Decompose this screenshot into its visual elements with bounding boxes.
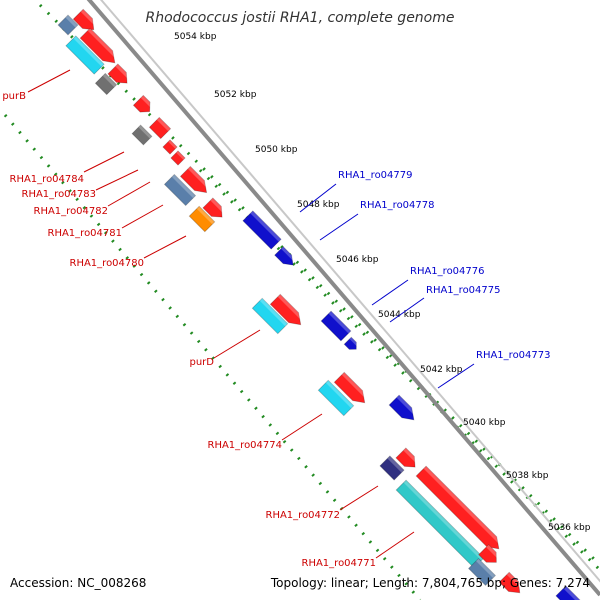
- gene-blue-3[interactable]: [320, 310, 352, 342]
- kbp-label: 5048 kbp: [297, 200, 340, 210]
- gene-steel-3[interactable]: [467, 557, 497, 587]
- forward-leader: [281, 413, 323, 441]
- reverse-gene-label[interactable]: RHA1_ro04773: [476, 350, 551, 361]
- gene-red-14[interactable]: [498, 571, 525, 597]
- gene-red-11[interactable]: [395, 447, 421, 472]
- gene-red-13[interactable]: [478, 544, 502, 568]
- gene-red-12[interactable]: [415, 465, 504, 554]
- forward-leader: [339, 485, 379, 511]
- forward-leader: [107, 181, 151, 207]
- tick-track-inner: [3, 114, 422, 600]
- kbp-label: 5046 kbp: [336, 255, 379, 265]
- kbp-label: 5036 kbp: [548, 523, 591, 533]
- gene-red-4[interactable]: [132, 94, 155, 116]
- gene-red-10[interactable]: [333, 371, 370, 407]
- kbp-label: 5042 kbp: [420, 365, 463, 375]
- reverse-leader: [437, 363, 475, 389]
- tick-track-outer: [38, 3, 600, 567]
- kbp-tick-track: [3, 3, 600, 600]
- forward-gene-label[interactable]: purB: [2, 91, 26, 102]
- genome-backbone: [86, 0, 600, 597]
- backbone-shadow: [99, 0, 600, 583]
- gene-navy-1[interactable]: [379, 455, 405, 481]
- forward-leader: [95, 169, 139, 191]
- gene-blue-1[interactable]: [242, 210, 282, 250]
- forward-leader: [143, 235, 187, 259]
- reverse-leader: [389, 297, 425, 323]
- backbone-line: [86, 0, 600, 597]
- forward-gene-label[interactable]: RHA1_ro04781: [48, 228, 123, 239]
- reverse-leader: [299, 183, 337, 213]
- forward-leader: [375, 531, 415, 559]
- gene-orange-1[interactable]: [188, 205, 216, 233]
- gene-blue-2[interactable]: [274, 246, 298, 270]
- kbp-label: 5054 kbp: [174, 32, 217, 42]
- reverse-gene-label[interactable]: RHA1_ro04778: [360, 200, 435, 211]
- reverse-gene-label[interactable]: RHA1_ro04775: [426, 285, 501, 296]
- gene-blue-6[interactable]: [555, 585, 581, 600]
- forward-leader: [213, 329, 261, 359]
- kbp-label: 5052 kbp: [214, 90, 257, 100]
- forward-leader: [83, 151, 125, 173]
- gene-steel-1[interactable]: [57, 14, 79, 36]
- kbp-label: 5038 kbp: [506, 471, 549, 481]
- gene-grey-1[interactable]: [94, 72, 118, 96]
- kbp-label: 5040 kbp: [463, 418, 506, 428]
- forward-gene-label[interactable]: RHA1_ro04774: [208, 440, 283, 451]
- reverse-leader: [371, 279, 409, 306]
- gene-red-purD[interactable]: [269, 293, 306, 329]
- forward-gene-label[interactable]: purD: [190, 357, 215, 368]
- forward-gene-label[interactable]: RHA1_ro04783: [22, 189, 97, 200]
- gene-features: [57, 8, 581, 600]
- reverse-gene-label[interactable]: RHA1_ro04776: [410, 266, 485, 277]
- gene-cyan-2[interactable]: [317, 379, 355, 417]
- gene-red-7[interactable]: [170, 150, 186, 166]
- forward-gene-label[interactable]: RHA1_ro04771: [302, 558, 377, 569]
- forward-gene-label[interactable]: RHA1_ro04772: [266, 510, 341, 521]
- gene-blue-5[interactable]: [388, 394, 419, 425]
- gene-red-3[interactable]: [107, 63, 133, 88]
- gene-steel-2[interactable]: [163, 173, 197, 207]
- accession-text: Accession: NC_008268: [10, 576, 147, 590]
- gene-red-9[interactable]: [202, 197, 228, 222]
- forward-gene-label[interactable]: RHA1_ro04784: [10, 174, 85, 185]
- forward-gene-label[interactable]: RHA1_ro04782: [34, 206, 109, 217]
- forward-leader: [121, 204, 164, 229]
- kbp-labels: 5054 kbp 5052 kbp 5050 kbp 5048 kbp 5046 kbp…: [174, 32, 591, 533]
- gene-labels: purB RHA1_ro04784RHA1_ro04783RHA1_ro04782…: [2, 69, 551, 569]
- forward-gene-label[interactable]: RHA1_ro04780: [70, 258, 145, 269]
- gene-blue-4[interactable]: [343, 336, 360, 353]
- gene-cyan-purD[interactable]: [251, 297, 289, 335]
- gene-red-5[interactable]: [148, 116, 172, 140]
- gene-red-1[interactable]: [72, 8, 99, 34]
- forward-leader: [27, 69, 71, 93]
- gene-red-8[interactable]: [179, 165, 212, 197]
- reverse-leader: [319, 213, 359, 241]
- map-title: Rhodococcus jostii RHA1, complete genome: [145, 10, 455, 26]
- gene-cyan-1[interactable]: [65, 35, 105, 75]
- reverse-gene-label[interactable]: RHA1_ro04779: [338, 170, 413, 181]
- gene-red-2[interactable]: [79, 27, 120, 68]
- topology-text: Topology: linear; Length: 7,804,765 bp; …: [270, 576, 590, 590]
- kbp-label: 5050 kbp: [255, 145, 298, 155]
- gene-grey-2[interactable]: [131, 124, 153, 146]
- gene-red-6[interactable]: [162, 139, 178, 155]
